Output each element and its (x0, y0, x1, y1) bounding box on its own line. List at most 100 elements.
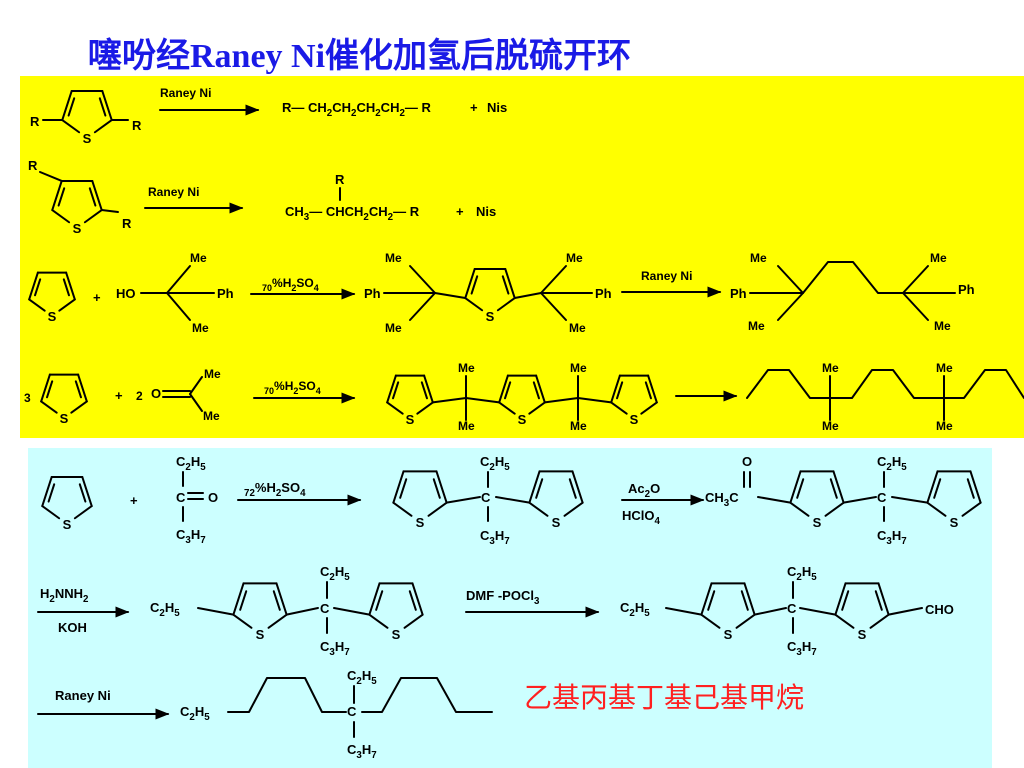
h2so4-reagent: 70%H2SO4 (264, 379, 321, 396)
carbon-label: C (176, 490, 186, 505)
bond-line (665, 607, 703, 616)
thiophene-2-5-bis-cumyl: S (464, 267, 516, 324)
bond-line (891, 496, 929, 504)
bond-line (777, 265, 804, 294)
r-group-label: R (122, 216, 132, 231)
hydrazine-reagent: H2NNH2 (40, 586, 89, 605)
thiophene-ethyl: S (232, 582, 288, 642)
ethyl-label: C2H5 (320, 564, 350, 583)
r-group-label: R (28, 158, 38, 173)
product-chain: R— CH2CH2CH2CH2— R (282, 100, 432, 119)
bond-line (285, 607, 319, 616)
ethyl-label: C2H5 (620, 600, 650, 619)
methyl-label: Me (569, 321, 586, 335)
phenyl-label: Ph (730, 286, 747, 301)
sulfur-label: S (724, 627, 733, 642)
plus-sign: + (115, 388, 123, 403)
propyl-label: C3H7 (320, 639, 350, 658)
plus-sign: + (130, 493, 138, 508)
methyl-label: Me (203, 409, 220, 423)
methyl-label: Me (458, 419, 475, 433)
sulfur-label: S (552, 515, 561, 530)
ethyl-label: C2H5 (480, 454, 510, 473)
methyl-label: Me (385, 251, 402, 265)
bond-line (757, 496, 792, 504)
thiophene-2-4-dialkyl: S (51, 179, 103, 236)
sulfur-label: S (63, 517, 72, 532)
thiophene-formyl: S (834, 582, 890, 642)
propyl-label: C3H7 (347, 742, 377, 761)
hydroxyl-label: HO (116, 286, 136, 301)
sulfur-label: S (813, 515, 822, 530)
bond-line (799, 607, 837, 616)
thiophene-middle: S (498, 374, 546, 427)
methyl-label: Me (204, 367, 221, 381)
bond-line (434, 292, 467, 300)
bond-line (227, 677, 347, 713)
sulfur-label: S (630, 412, 639, 427)
methyl-label: Me (192, 321, 209, 335)
bond-line (540, 292, 567, 321)
carbon-label: C (787, 601, 797, 616)
thiophene-right: S (926, 470, 982, 530)
methyl-label: Me (822, 419, 839, 433)
propyl-label: C3H7 (877, 528, 907, 547)
sulfur-label: S (486, 309, 495, 324)
thiophene-acetyl: S (789, 470, 845, 530)
sulfur-label: S (858, 627, 867, 642)
methyl-label: Me (936, 419, 953, 433)
coefficient-2: 2 (136, 389, 143, 403)
coefficient-3: 3 (24, 391, 31, 405)
plus-sign: + (456, 204, 464, 219)
sulfur-label: S (950, 515, 959, 530)
methyl-label: Me (458, 361, 475, 375)
bond-line (409, 265, 436, 294)
nis-label: Nis (476, 204, 496, 219)
bond-line (777, 292, 804, 321)
oxygen-label: O (742, 454, 752, 469)
sulfur-label: S (406, 412, 415, 427)
raney-ni-reagent: Raney Ni (160, 86, 211, 100)
aldehyde-label: CHO (925, 602, 954, 617)
methyl-label: Me (930, 251, 947, 265)
bond-line (166, 265, 191, 294)
sulfur-label: S (73, 221, 82, 236)
carbon-label: C (481, 490, 491, 505)
plus-sign: + (93, 290, 101, 305)
bond-line (746, 369, 1024, 399)
koh-reagent: KOH (58, 620, 87, 635)
thiophene: S (28, 271, 76, 324)
oxygen-label: O (151, 386, 161, 401)
bond-line (361, 677, 493, 713)
ethyl-label: C2H5 (877, 454, 907, 473)
sulfur-label: S (392, 627, 401, 642)
methyl-label: Me (750, 251, 767, 265)
oxygen-label: O (208, 490, 218, 505)
thiophene-left: S (392, 470, 448, 530)
bond-line (753, 607, 787, 616)
bond-lines (39, 119, 1024, 738)
thiophene: S (41, 475, 93, 532)
bond-line (495, 496, 531, 504)
bond-line (540, 265, 567, 294)
bond-line (902, 265, 929, 294)
propyl-label: C3H7 (176, 527, 206, 546)
phenyl-label: Ph (595, 286, 612, 301)
bond-line (197, 607, 235, 616)
bond-line (887, 607, 923, 616)
phenyl-label: Ph (958, 282, 975, 297)
h2so4-reagent: 70%H2SO4 (262, 276, 319, 293)
bond-line (166, 292, 191, 321)
propyl-label: C3H7 (480, 528, 510, 547)
methyl-label: Me (190, 251, 207, 265)
raney-ni-reagent: Raney Ni (641, 269, 692, 283)
phenyl-label: Ph (364, 286, 381, 301)
methyl-label: Me (570, 361, 587, 375)
phenyl-label: Ph (217, 286, 234, 301)
methyl-label: Me (822, 361, 839, 375)
methyl-label: Me (570, 419, 587, 433)
ethyl-label: C2H5 (347, 668, 377, 687)
